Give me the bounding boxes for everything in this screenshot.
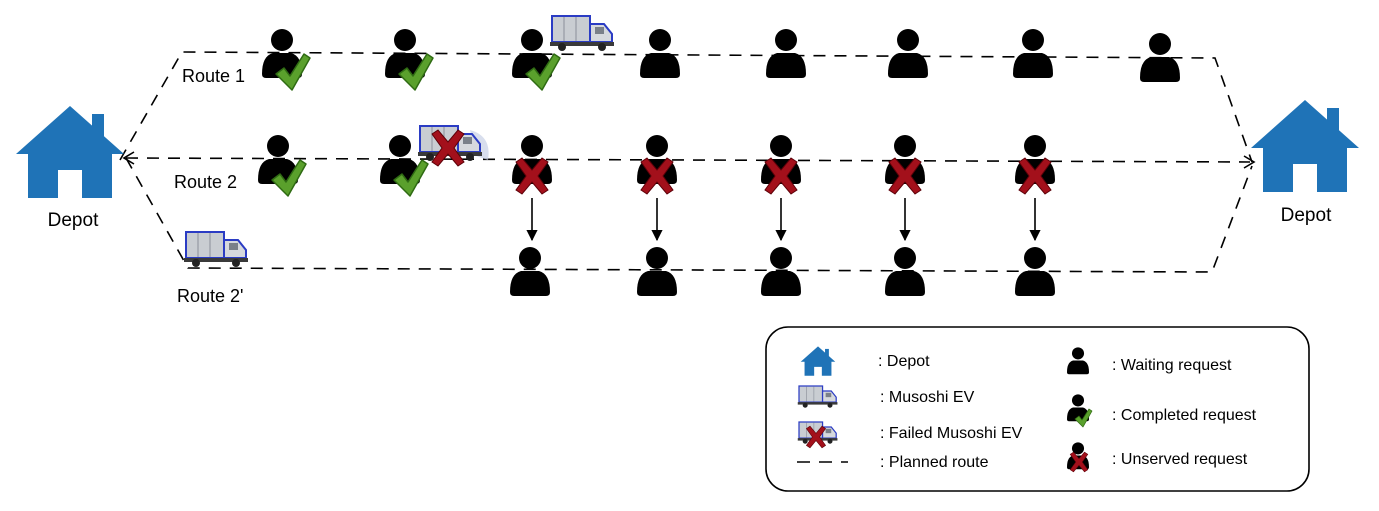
request-waiting <box>510 247 550 296</box>
legend: : Depot : Musoshi EV : Failed Musoshi EV… <box>765 326 1310 492</box>
legend-completed: : Completed request <box>1112 407 1257 424</box>
depot-right-label: Depot <box>1281 205 1332 226</box>
route1-label: Route 1 <box>182 66 245 86</box>
route2-label: Route 2 <box>174 172 237 192</box>
route2-requests <box>258 125 1055 197</box>
request-waiting <box>766 29 806 78</box>
route2b-line <box>125 157 1253 273</box>
request-waiting <box>1013 29 1053 78</box>
ev-truck-icon <box>183 231 249 268</box>
legend-depot: : Depot <box>878 353 930 370</box>
failed-ev <box>417 125 489 167</box>
legend-failed-ev: : Failed Musoshi EV <box>880 425 1023 442</box>
depot-right: Depot <box>1251 100 1359 226</box>
legend-unserved: : Unserved request <box>1112 451 1248 468</box>
legend-planned-route: : Planned route <box>880 454 989 471</box>
reassignment-arrows <box>526 198 1041 242</box>
route2b-requests <box>183 231 1055 296</box>
route2-end-arrowhead <box>1243 155 1256 169</box>
route2-start-arrowhead <box>122 151 135 165</box>
route2-line <box>125 157 1251 163</box>
request-completed <box>258 135 307 197</box>
route1-line <box>119 51 1253 163</box>
route2b-label: Route 2' <box>177 286 243 306</box>
request-unserved <box>512 135 552 195</box>
legend-ev: : Musoshi EV <box>880 389 975 406</box>
house-icon <box>16 106 124 198</box>
house-icon <box>1251 100 1359 192</box>
request-unserved <box>1015 135 1055 195</box>
request-unserved <box>637 135 677 195</box>
request-completed <box>262 29 311 91</box>
request-waiting <box>888 29 928 78</box>
request-unserved <box>885 135 925 195</box>
planned-routes <box>119 51 1253 273</box>
legend-box <box>765 326 1310 492</box>
request-waiting <box>640 29 680 78</box>
depot-left-label: Depot <box>48 210 99 231</box>
request-waiting <box>761 247 801 296</box>
route1-requests <box>262 15 1180 91</box>
request-unserved <box>761 135 801 195</box>
legend-waiting: : Waiting request <box>1112 357 1232 374</box>
depot-left: Depot <box>16 106 124 231</box>
request-completed <box>385 29 434 91</box>
request-waiting <box>637 247 677 296</box>
ev-truck-icon <box>549 15 615 52</box>
